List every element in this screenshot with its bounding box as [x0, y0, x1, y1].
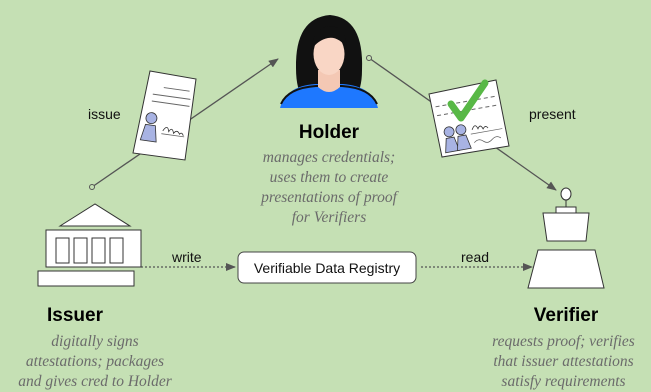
issue-label: issue — [88, 106, 121, 122]
read-label: read — [461, 249, 489, 265]
holder-avatar-icon — [280, 15, 378, 108]
present-label: present — [529, 106, 576, 122]
issuer-title: Issuer — [47, 305, 104, 326]
verifier-title: Verifier — [534, 305, 599, 326]
credential-document-icon — [132, 70, 197, 161]
holder-title: Holder — [299, 122, 360, 143]
write-label: write — [171, 249, 202, 265]
verifier-description: requests proof; verifies that issuer att… — [492, 333, 635, 390]
issuer-building-icon — [37, 203, 142, 287]
verifiable-data-registry: Verifiable Data Registry — [237, 251, 417, 284]
presentation-document-icon — [428, 79, 510, 158]
holder-description: manages credentials; uses them to create… — [261, 149, 397, 226]
issuer-description: digitally signs attestations; packages a… — [18, 333, 172, 390]
verifier-machine-icon — [527, 187, 605, 289]
registry-label: Verifiable Data Registry — [254, 260, 400, 276]
